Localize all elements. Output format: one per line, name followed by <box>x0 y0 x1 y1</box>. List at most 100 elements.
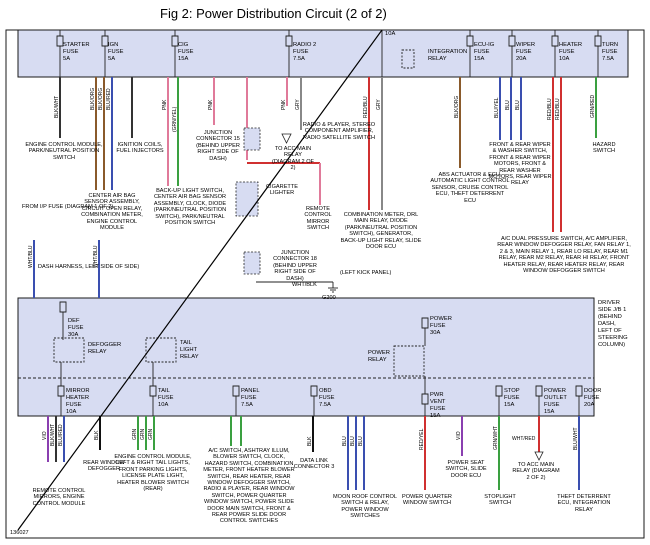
wire-label: GRY <box>376 99 382 110</box>
wire-label: PNK <box>281 99 287 110</box>
wire-label: VIO <box>42 431 48 440</box>
dest-jc18: JUNCTION CONNECTOR 18 (BEHIND UPPER RIGH… <box>273 250 317 282</box>
wire-label: BLU/YEL <box>494 97 500 118</box>
dest-jc15: JUNCTION CONNECTOR 15 (BEHIND UPPER RIGH… <box>196 130 240 162</box>
wire-label: VIO <box>456 431 462 440</box>
ground-label: G200 <box>322 295 336 301</box>
dest-tail-lights: ENGINE CONTROL MODULE, LEFT & RIGHT TAIL… <box>114 454 192 493</box>
title-bar: Fig 2: Power Distribution Circuit (2 of … <box>0 0 650 28</box>
wire-label: RED/BLU <box>547 98 553 120</box>
wire-label: BLU <box>350 436 356 446</box>
dest-wiper: FRONT & REAR WIPER & WASHER SWITCH, FRON… <box>488 142 552 187</box>
dest-mirror: REMOTE CONTROL MIRROR SWITCH <box>304 206 332 232</box>
wire-label: GRN/RED <box>590 95 596 118</box>
dest-combination: COMBINATION METER, DRL MAIN RELAY, DIODE… <box>340 212 422 251</box>
wire-label: BLU <box>505 100 511 110</box>
acc-relay-arrow-icon <box>281 133 292 144</box>
wire-label: BLU <box>515 100 521 110</box>
dest-stoplight: STOPLIGHT SWITCH <box>484 494 516 507</box>
wire-label: GRN/WHT <box>493 426 499 450</box>
dest-radio: RADIO & PLAYER, STEREO COMPONENT AMPLIFI… <box>302 122 376 141</box>
diagonal-line <box>17 29 383 531</box>
dest-abs: ABS ACTUATOR & ECU, AUTOMATIC LIGHT CONT… <box>430 172 510 204</box>
dash-harness-label: DASH HARNESS, LEFT SIDE OF SIDE) <box>38 264 139 270</box>
corner-code: 136027 <box>10 530 29 536</box>
wire-label: GRN <box>132 429 138 441</box>
wire-label: RED/BLU <box>363 96 369 118</box>
top-feed-label: 10A <box>385 31 395 37</box>
dest-ign-coils: IGNITION COILS, FUEL INJECTORS <box>116 142 164 155</box>
wire-label: PNK <box>208 99 214 110</box>
dest-quarter-window: POWER QUARTER WINDOW SWITCH <box>402 494 452 507</box>
wire-label: BLU/RED <box>58 424 64 446</box>
wire-label: GRY <box>295 99 301 110</box>
dest-hazard: HAZARD SWITCH <box>592 142 616 155</box>
wire-label: WHT/RED <box>512 436 536 442</box>
dest-rear-defogger: REAR WINDOW DEFOGGER <box>83 460 125 473</box>
dest-acc-relay: TO ACC MAIN RELAY (DIAGRAM 2 OF 2) <box>272 146 314 172</box>
dest-power-seat: POWER SEAT SWITCH, SLIDE DOOR ECU <box>445 460 487 479</box>
wire-label: GRN <box>140 429 146 441</box>
top-fuse-panel <box>17 29 629 78</box>
dest-cig: CIGARETTE LIGHTER <box>265 184 298 197</box>
dest-remote-mirrors: REMOTE CONTROL MIRRORS, ENGINE CONTROL M… <box>32 488 86 507</box>
wire-label: RED/YEL <box>419 428 425 450</box>
dest-acc-main-relay: TO ACC MAIN RELAY (DIAGRAM 2 OF 2) <box>512 462 560 481</box>
diagram-border <box>5 29 645 539</box>
wire-label: BLK/WHT <box>50 424 56 446</box>
left-kick-panel-label: (LEFT KICK PANEL) <box>340 270 392 276</box>
dest-ac: A/C DUAL PRESSURE SWITCH, A/C AMPLIFIER,… <box>497 236 631 275</box>
wire-label: BLU <box>358 436 364 446</box>
wire-label: BLK/ORG <box>90 88 96 110</box>
wire-label: BLU/WHT <box>573 428 579 451</box>
wire-label: BLK/WHT <box>54 96 60 118</box>
wire-label: RED/BLU <box>555 98 561 120</box>
wire-label: WHT/BLU <box>93 245 99 268</box>
wire-label: BLU/RED <box>106 88 112 110</box>
wire-label: BLK <box>307 436 313 446</box>
wire-label: BLK/ORG <box>98 88 104 110</box>
wire-label: PNK <box>162 99 168 110</box>
def-fuse-label: DEF <box>68 318 80 324</box>
dest-data-link: DATA LINK CONNECTOR 3 <box>293 458 335 471</box>
dest-theft: THEFT DETERRENT ECU, INTEGRATION RELAY <box>557 494 611 513</box>
ground-icon <box>328 287 338 293</box>
dest-ecm-park: ENGINE CONTROL MODULE, PARK/NEUTRAL POSI… <box>25 142 103 161</box>
wire-label: GRN <box>148 429 154 441</box>
wire-label: (GRN/YEL) <box>172 106 178 132</box>
page-title: Fig 2: Power Distribution Circuit (2 of … <box>160 6 387 21</box>
wire-label: WHT/BLU <box>28 245 34 268</box>
acc-relay-arrow-icon <box>534 451 544 461</box>
dest-ac-switch: A/C SWITCH, ASHTRAY ILLUM, BLOWER SWITCH… <box>203 448 295 525</box>
wire-label: BLU <box>342 436 348 446</box>
dest-moon-roof: MOON ROOF CONTROL SWITCH & RELAY, POWER … <box>332 494 398 520</box>
from-ip-fuse-label: FROM I/P FUSE (DIAGRAM 1 OF 2) <box>22 204 113 210</box>
wire-label: BLK/ORG <box>454 96 460 118</box>
ground-wire-label: WHT/BLK <box>292 282 317 288</box>
dest-backup: BACK-UP LIGHT SWITCH, CENTER AIR BAG SEN… <box>153 188 227 227</box>
wire-label: BLK <box>94 430 100 440</box>
